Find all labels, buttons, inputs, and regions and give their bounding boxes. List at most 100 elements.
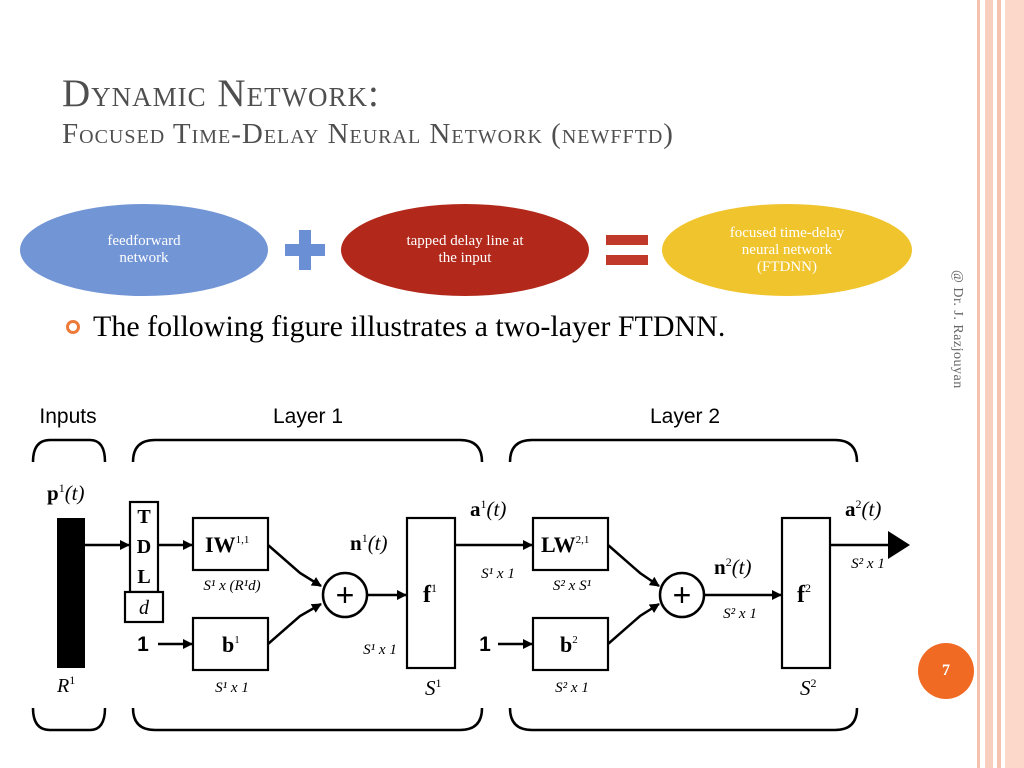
input-vector-bar — [57, 518, 85, 668]
a1-dim: S¹ x 1 — [481, 566, 515, 582]
f1-label: f1 — [423, 581, 437, 608]
ftdnn-line2: neural network — [741, 241, 833, 258]
a2-arg: (t) — [862, 497, 882, 521]
decor-stripe-3 — [997, 0, 1001, 768]
f2-label: f2 — [797, 581, 811, 608]
b1-dim: S¹ x 1 — [215, 680, 249, 696]
plus-icon — [285, 230, 325, 270]
n1-arg: (t) — [368, 531, 388, 555]
tdl-T: T — [137, 506, 151, 528]
f2-box — [780, 516, 832, 670]
r1-sup: 1 — [69, 673, 75, 687]
s2-label: S2 — [800, 676, 817, 700]
bias-one-2: 1 — [479, 633, 491, 656]
iw-sup: 1,1 — [236, 534, 250, 546]
layer1-brace-top — [131, 438, 484, 463]
s1-sup: 1 — [436, 676, 442, 690]
f1-sup: 1 — [431, 581, 437, 595]
b2-box — [531, 616, 610, 672]
iw-main: IW — [205, 532, 236, 557]
n2-sup: 2 — [726, 555, 732, 569]
a1-label: a1(t) — [470, 497, 506, 521]
arrow-b1-sum — [267, 602, 322, 645]
inputs-brace-top — [31, 438, 107, 463]
iw-label: IW1,1 — [205, 532, 249, 557]
layer1-brace-bottom — [131, 707, 484, 732]
lw-dim: S² x S¹ — [553, 578, 592, 594]
n2-label: n2(t) — [714, 555, 752, 579]
layer2-brace-bottom — [508, 707, 859, 732]
tdl-D: D — [137, 536, 151, 558]
arrow-output-head — [888, 531, 910, 559]
p1-main: p — [47, 481, 59, 505]
s1-label: S1 — [425, 676, 442, 700]
b1-main: b — [222, 632, 234, 657]
b2-sup: 2 — [572, 634, 578, 646]
ftdnn-line3: (FTDNN) — [756, 258, 817, 275]
arrow-b2-sum — [607, 602, 660, 645]
bullet-text: The following figure illustrates a two-l… — [93, 310, 726, 343]
s2-sup: 2 — [811, 676, 817, 690]
ftdnn-diagram: + + Inputs Layer 1 Layer 2 p1(t) R1 T D … — [31, 405, 910, 732]
tdl-box — [128, 500, 160, 594]
page-number: 7 — [918, 643, 974, 699]
p1-label: p1(t) — [47, 481, 85, 505]
iw-dim: S¹ x (R¹d) — [203, 578, 260, 594]
f2-main: f — [797, 582, 806, 608]
lw-sup: 2,1 — [576, 534, 590, 546]
tdl-L: L — [137, 566, 150, 588]
bullet-icon — [66, 320, 80, 334]
layer2-brace-top — [508, 438, 859, 463]
r1-label: R1 — [56, 673, 75, 697]
a2-label: a2(t) — [845, 497, 881, 521]
f1-box — [405, 516, 457, 670]
lw-box — [531, 516, 610, 572]
f1-main: f — [423, 582, 432, 608]
b2-dim: S² x 1 — [555, 680, 589, 696]
a1-arg: (t) — [487, 497, 507, 521]
a2-sup: 2 — [856, 497, 862, 511]
inputs-brace-bottom — [31, 707, 107, 732]
a2-main: a — [845, 497, 856, 521]
a2-dim: S² x 1 — [851, 556, 885, 572]
layer1-label: Layer 1 — [273, 405, 343, 428]
author-credit: @ Dr. J. Razjouyan — [950, 270, 965, 389]
n1-dim: S¹ x 1 — [363, 642, 397, 658]
n1-label: n1(t) — [350, 531, 388, 555]
equals-icon — [606, 235, 648, 265]
r1-main: R — [56, 675, 69, 697]
bias-one-1: 1 — [137, 633, 149, 656]
feedforward-line2: network — [119, 250, 169, 266]
sum-plus-2: + — [673, 577, 692, 613]
b2-label: b2 — [560, 632, 578, 657]
iw-box — [191, 516, 270, 572]
n1-sup: 1 — [362, 531, 368, 545]
p1-sup: 1 — [59, 481, 65, 495]
n2-main: n — [714, 555, 726, 579]
inputs-label: Inputs — [39, 405, 96, 428]
n2-dim: S² x 1 — [723, 606, 757, 622]
a1-main: a — [470, 497, 481, 521]
a1-sup: 1 — [481, 497, 487, 511]
tdl-d: d — [139, 597, 150, 619]
p1-arg: (t) — [65, 481, 85, 505]
sum-plus-1: + — [336, 577, 355, 613]
slide-title: Dynamic Network: — [62, 72, 380, 115]
decor-stripe-1 — [977, 0, 980, 768]
lw-main: LW — [541, 532, 576, 557]
tapped-delay-line1: tapped delay line at — [406, 233, 524, 249]
decor-stripe-2 — [985, 0, 993, 768]
slide-subtitle: Focused Time-Delay Neural Network (newff… — [62, 118, 674, 150]
f2-sup: 2 — [805, 581, 811, 595]
tdl-delay-box — [123, 590, 165, 624]
feedforward-line1: feedforward — [107, 233, 181, 249]
b1-label: b1 — [222, 632, 240, 657]
b1-sup: 1 — [234, 634, 240, 646]
n2-arg: (t) — [732, 555, 752, 579]
tapped-delay-line2: the input — [438, 250, 492, 266]
layer2-label: Layer 2 — [650, 405, 720, 428]
n1-main: n — [350, 531, 362, 555]
